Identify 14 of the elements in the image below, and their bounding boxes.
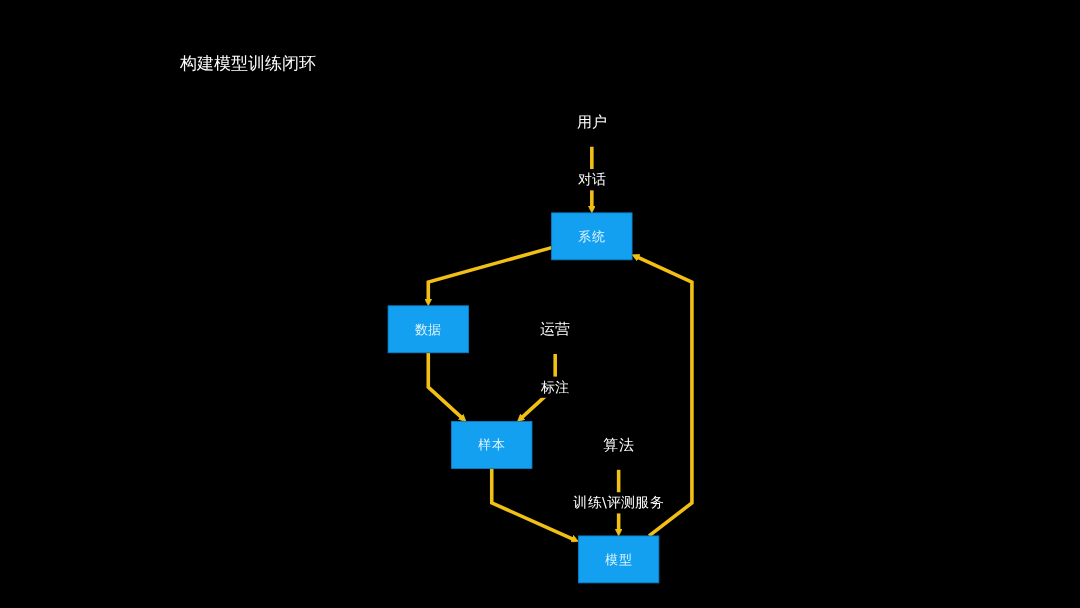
diagram-title: 构建模型训练闭环: [180, 52, 316, 75]
node-box: 数据: [387, 305, 469, 354]
node-box: 模型: [578, 535, 660, 584]
arrow: [424, 245, 553, 307]
node-text: 运营: [540, 319, 571, 338]
node-box: 系统: [551, 212, 633, 261]
edge-label: 对话: [577, 170, 607, 188]
edge-label: 训练\评测服务: [573, 493, 664, 511]
node-box: 样本: [451, 421, 533, 469]
edge-label: 标注: [540, 378, 570, 396]
arrow: [426, 352, 467, 422]
node-text: 算法: [603, 435, 634, 454]
node-text: 用户: [576, 112, 608, 131]
arrow: [489, 468, 579, 543]
